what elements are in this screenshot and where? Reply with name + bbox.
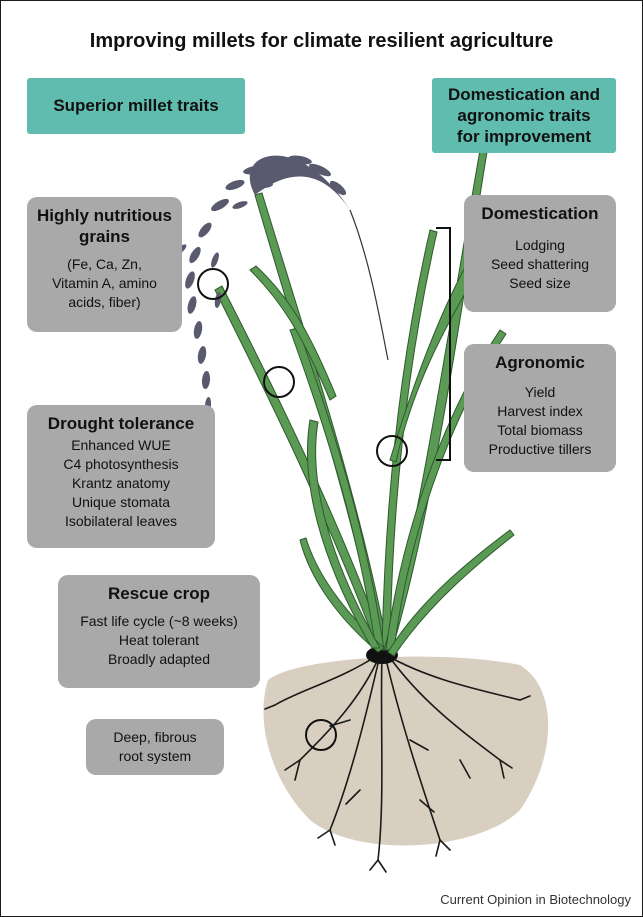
agronomic-heading: Agronomic xyxy=(470,352,610,373)
superior-traits-header: Superior millet traits xyxy=(27,78,245,134)
nutritious-line: Vitamin A, amino xyxy=(33,274,176,293)
soil-area xyxy=(263,657,548,846)
domestication-line: Seed size xyxy=(470,274,610,293)
improvement-header-line: Domestication and xyxy=(448,84,600,105)
root-line: root system xyxy=(92,747,218,766)
domestication-box: Domestication Lodging Seed shattering Se… xyxy=(464,195,616,312)
drought-line: C4 photosynthesis xyxy=(33,455,209,474)
domestication-line: Lodging xyxy=(470,236,610,255)
drought-heading: Drought tolerance xyxy=(33,413,209,434)
nutritious-line: (Fe, Ca, Zn, xyxy=(33,255,176,274)
nutritious-heading-line: Highly nutritious xyxy=(33,205,176,226)
rescue-line: Heat tolerant xyxy=(64,631,254,650)
improvement-header-line: for improvement xyxy=(457,126,591,147)
nutritious-grains-box: Highly nutritious grains (Fe, Ca, Zn, Vi… xyxy=(27,197,182,332)
drought-line: Isobilateral leaves xyxy=(33,512,209,531)
root-line: Deep, fibrous xyxy=(92,728,218,747)
domestication-heading: Domestication xyxy=(470,203,610,224)
stem-circle xyxy=(377,436,407,466)
agronomic-line: Total biomass xyxy=(470,421,610,440)
drought-tolerance-box: Drought tolerance Enhanced WUE C4 photos… xyxy=(27,405,215,548)
grain-circle xyxy=(198,269,228,299)
agronomic-line: Yield xyxy=(470,383,610,402)
rescue-crop-box: Rescue crop Fast life cycle (~8 weeks) H… xyxy=(58,575,260,688)
nutritious-line: acids, fiber) xyxy=(33,293,176,312)
agronomic-line: Harvest index xyxy=(470,402,610,421)
drought-line: Krantz anatomy xyxy=(33,474,209,493)
journal-credit: Current Opinion in Biotechnology xyxy=(440,892,631,907)
superior-traits-label: Superior millet traits xyxy=(53,96,218,116)
domestication-line: Seed shattering xyxy=(470,255,610,274)
agronomic-line: Productive tillers xyxy=(470,440,610,459)
rescue-heading: Rescue crop xyxy=(64,583,254,604)
drought-line: Enhanced WUE xyxy=(33,436,209,455)
rescue-line: Broadly adapted xyxy=(64,650,254,669)
panicle-stalk xyxy=(350,210,388,360)
root-system-box: Deep, fibrous root system xyxy=(86,719,224,775)
nutritious-heading-line: grains xyxy=(33,226,176,247)
improvement-header-line: agronomic traits xyxy=(457,105,590,126)
improvement-traits-header: Domestication and agronomic traits for i… xyxy=(432,78,616,153)
rescue-line: Fast life cycle (~8 weeks) xyxy=(64,612,254,631)
agronomic-box: Agronomic Yield Harvest index Total biom… xyxy=(464,344,616,472)
drought-line: Unique stomata xyxy=(33,493,209,512)
